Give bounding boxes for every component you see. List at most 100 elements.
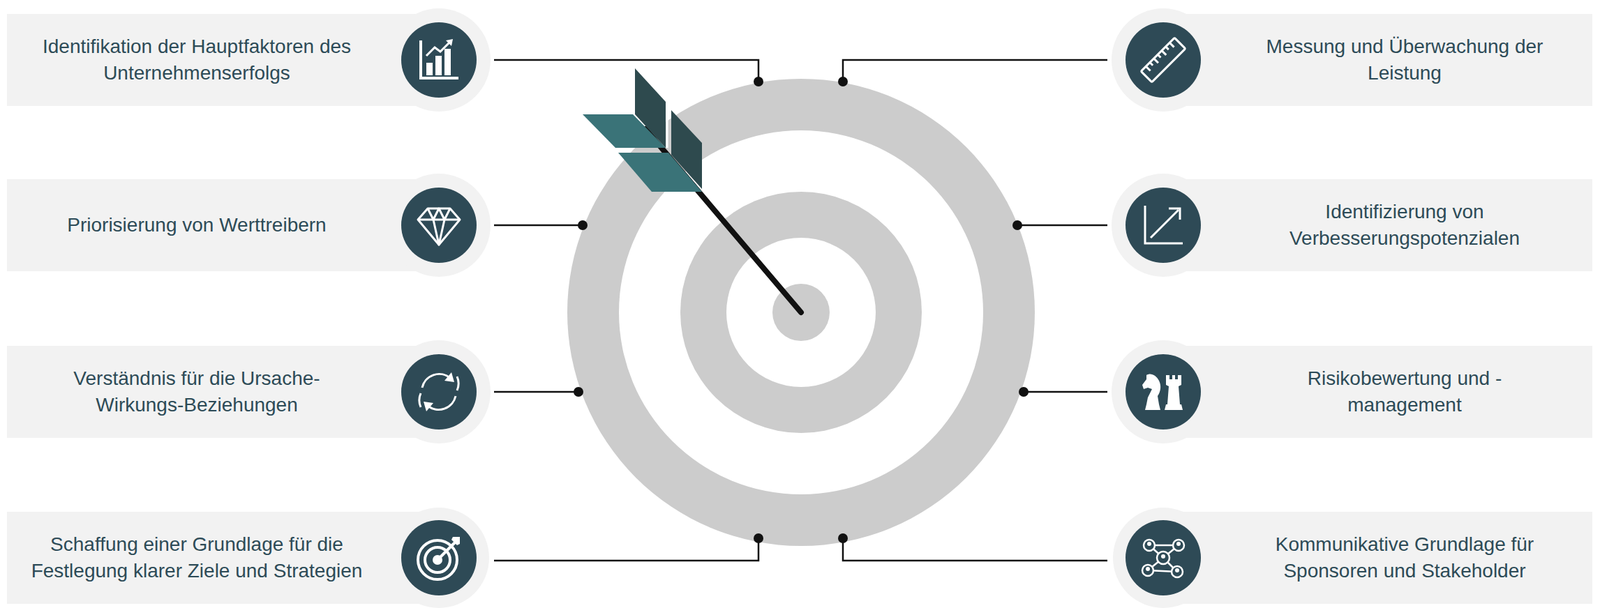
panel-label: Risikobewertung und - management [1265,365,1545,419]
panel-label: Identifizierung von Verbesserungspotenzi… [1230,198,1580,252]
icon-halo [387,340,491,444]
leader-dot [1012,220,1023,231]
leader-line [842,60,1108,82]
icon-part [417,540,458,580]
leader-line [842,538,1108,562]
icon-part [1171,566,1183,578]
panels [6,8,1593,608]
icon-part [1161,554,1166,559]
leader-line [1023,391,1108,394]
leader-line [494,224,583,227]
icon-part [419,76,459,80]
icon-part [417,208,460,245]
panel-label: Priorisierung von Werttreibern [66,212,326,239]
leader-dot [753,76,764,87]
leader-dot [838,533,848,544]
panel [6,179,440,272]
icon-halo [387,8,491,112]
chart-icon [419,39,459,80]
icon-part [426,62,433,76]
panel [1163,346,1593,439]
icon-part [1145,42,1174,71]
panel-label: Kommunikative Grundlage für Sponsoren un… [1230,531,1580,585]
leader-dots [573,76,1029,544]
icon-part [1156,551,1170,565]
icon-part [435,55,442,76]
leader-line [494,538,759,562]
icon-part [419,40,423,80]
icon-disc [1125,354,1201,430]
ruler-icon [1140,37,1186,83]
icon-part [1168,208,1180,220]
icon-part [1172,540,1185,552]
text-panel: Messung und Überwachung der Leistung [1219,13,1590,107]
growth-icon [1145,205,1183,244]
icon-part [417,219,460,222]
leader-line [494,391,579,394]
icon-disc [401,520,477,596]
icon-part [1175,568,1180,573]
leader-dot [1018,387,1029,398]
icon-halo [1112,507,1214,608]
icon-halo [1111,340,1215,444]
arrow [582,68,802,313]
icon-part [1142,374,1161,411]
arrow-feather [618,152,702,192]
text-panel: Identifizierung von Verbesserungspotenzi… [1219,179,1590,272]
leader-line [494,60,759,82]
leader-line [1017,224,1108,227]
icon-part [1143,540,1155,552]
icon-part [1147,542,1152,547]
arrow-feather [582,114,666,148]
target-icon [417,537,460,580]
text-panel: Risikobewertung und - management [1219,346,1590,439]
icon-part [445,39,453,47]
cycle-icon [419,372,459,412]
icon-part [419,393,421,408]
panel-label: Verständnis für die Ursache- Wirkungs-Be… [39,365,354,419]
icon-part [427,208,451,220]
icon-part [1176,542,1181,547]
icon-discs [401,22,1201,596]
text-panel: Schaffung einer Grundlage für die Festle… [9,512,384,605]
text-panel: Kommunikative Grundlage für Sponsoren un… [1219,512,1590,605]
icon-part [437,542,456,561]
icon-halo [1111,8,1215,112]
text-panel: Priorisierung von Werttreibern [9,179,384,272]
icon-part [1142,565,1154,577]
icon-halo [388,507,490,608]
target [567,78,1035,547]
panel [6,13,440,107]
panel [6,346,440,439]
panel [1163,13,1593,107]
icon-disc [401,354,477,430]
diamond-icon [417,208,460,245]
icon-part [1140,37,1186,83]
icon-part [423,401,434,412]
icon-disc [401,187,477,264]
icon-part [433,219,445,245]
panel [1163,512,1593,605]
icon-part [426,40,452,56]
icon-part [1145,567,1150,572]
icon-part [1145,205,1183,244]
leader-dot [577,220,588,231]
icon-part [457,376,459,391]
panel-label: Identifikation der Hauptfaktoren des Unt… [29,33,365,87]
leader-dot [573,387,584,398]
panel [6,512,440,605]
leader-dot [753,533,764,544]
icon-halo [1111,173,1215,278]
panel-label: Messung und Überwachung der Leistung [1230,33,1580,87]
icon-part [444,372,455,383]
text-panel: Identifikation der Hauptfaktoren des Unt… [9,13,384,107]
chess-icon [1142,374,1183,411]
panel [1163,179,1593,272]
network-icon [1142,540,1185,578]
icon-halo [387,173,491,278]
icon-disc [1125,520,1201,596]
icon-disc [1125,22,1201,98]
panel-label: Schaffung einer Grundlage für die Festle… [22,531,372,585]
